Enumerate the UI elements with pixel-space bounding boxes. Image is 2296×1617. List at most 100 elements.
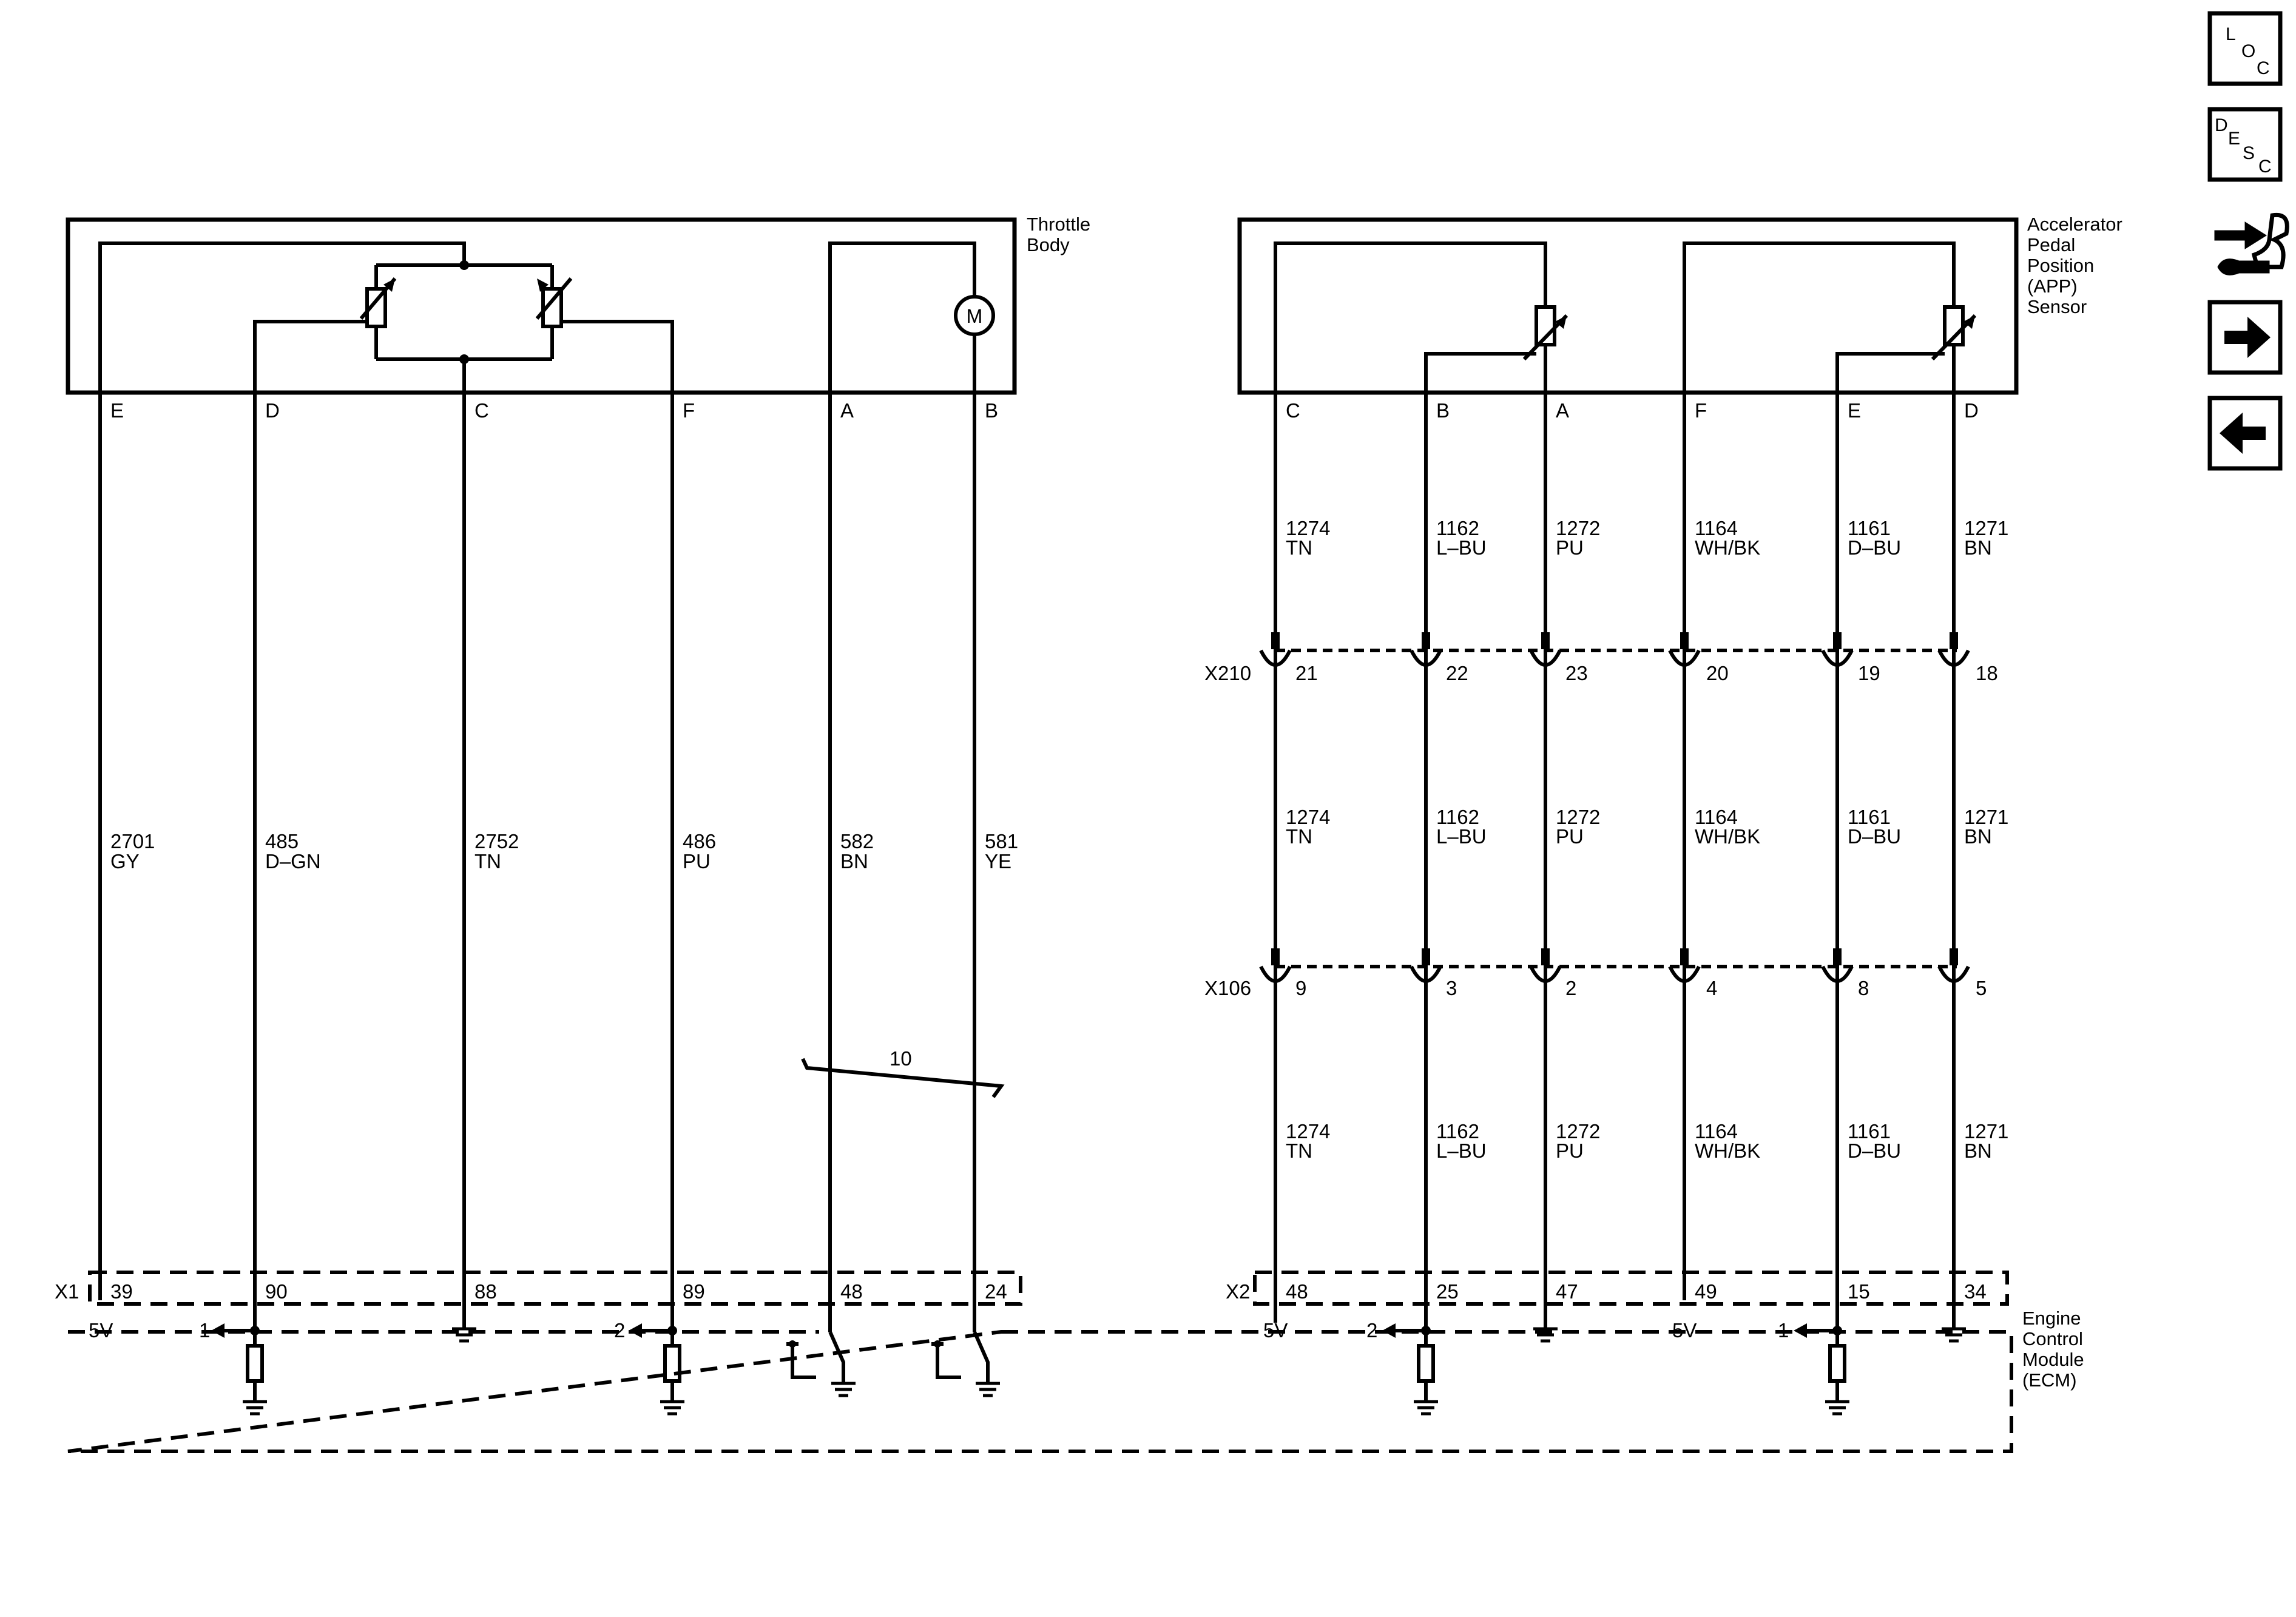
svg-text:PU: PU	[1556, 825, 1584, 848]
svg-text:1162: 1162	[1436, 806, 1479, 828]
svg-text:WH/BK: WH/BK	[1695, 825, 1760, 848]
x2-pins: 48 25 47 49 15 34	[1286, 1280, 1987, 1303]
svg-text:4: 4	[1706, 977, 1717, 999]
svg-text:1271: 1271	[1964, 517, 2008, 539]
svg-text:1162: 1162	[1436, 1120, 1479, 1143]
svg-text:1271: 1271	[1964, 1120, 2008, 1143]
svg-text:1164: 1164	[1695, 517, 1738, 539]
desc-button[interactable]: D E S C	[2207, 107, 2283, 182]
next-button[interactable]	[2207, 300, 2283, 375]
loc-button[interactable]: L O C	[2207, 11, 2283, 86]
svg-text:D–BU: D–BU	[1848, 536, 1901, 559]
ground-icon	[1533, 1327, 1558, 1343]
svg-text:1274: 1274	[1286, 806, 1330, 828]
ground-icon	[452, 1327, 476, 1343]
ecm-label: Engine Control Module (ECM)	[2022, 1308, 2089, 1391]
ground-icons	[243, 1327, 1966, 1416]
throttle-wire-labels: 2701 GY 485 D–GN 2752 TN 486 PU 582 BN 5…	[110, 830, 1018, 873]
svg-text:20: 20	[1706, 662, 1729, 684]
svg-text:47: 47	[1556, 1280, 1578, 1303]
svg-text:D: D	[2215, 115, 2228, 135]
app-sensor	[1237, 217, 2019, 395]
svg-text:L–BU: L–BU	[1436, 536, 1487, 559]
svg-text:TN: TN	[1286, 536, 1312, 559]
ground-icon	[976, 1382, 1000, 1397]
svg-text:2: 2	[614, 1319, 625, 1342]
throttle-body-wires	[98, 393, 1005, 1332]
x210-pins: 21 22 23 20 19 18	[1295, 662, 1998, 684]
svg-text:24: 24	[985, 1280, 1007, 1303]
svg-text:48: 48	[1286, 1280, 1308, 1303]
svg-text:L–BU: L–BU	[1436, 1139, 1487, 1162]
svg-text:49: 49	[1695, 1280, 1717, 1303]
app-sensor-arrowheads	[1555, 316, 1975, 329]
svg-text:5: 5	[1976, 977, 1987, 999]
svg-text:15: 15	[1848, 1280, 1870, 1303]
svg-text:5V: 5V	[1672, 1319, 1697, 1342]
svg-text:23: 23	[1565, 662, 1588, 684]
svg-text:E: E	[1848, 399, 1861, 422]
wire-color: D–GN	[265, 850, 321, 873]
svg-text:O: O	[2241, 41, 2255, 61]
wire-circuit: 485	[265, 830, 299, 852]
throttle-body-arrowheads	[383, 260, 549, 364]
prev-button[interactable]	[2207, 396, 2283, 471]
svg-text:PU: PU	[1556, 1139, 1584, 1162]
x1-label: X1	[55, 1280, 79, 1303]
svg-text:B: B	[1436, 399, 1450, 422]
x210-label: X210	[1204, 662, 1251, 684]
svg-text:PU: PU	[1556, 536, 1584, 559]
svg-text:1162: 1162	[1436, 517, 1479, 539]
svg-text:5V: 5V	[1263, 1319, 1288, 1342]
wire-circuit: 2752	[474, 830, 519, 852]
svg-text:L–BU: L–BU	[1436, 825, 1487, 848]
svg-text:1274: 1274	[1286, 1120, 1330, 1143]
svg-text:S: S	[2243, 143, 2255, 163]
wire-circuit: 2701	[110, 830, 155, 852]
svg-text:1161: 1161	[1848, 517, 1891, 539]
svg-text:9: 9	[1295, 977, 1306, 999]
svg-text:L: L	[2226, 24, 2236, 44]
svg-text:D: D	[265, 399, 280, 422]
svg-text:88: 88	[474, 1280, 497, 1303]
svg-text:C: C	[1286, 399, 1300, 422]
ecm-arrow-dots	[211, 1323, 1842, 1348]
svg-text:F: F	[683, 399, 695, 422]
svg-text:1161: 1161	[1848, 806, 1891, 828]
svg-text:BN: BN	[1964, 1139, 1992, 1162]
svg-text:D–BU: D–BU	[1848, 1139, 1901, 1162]
svg-text:25: 25	[1436, 1280, 1459, 1303]
svg-text:48: 48	[840, 1280, 863, 1303]
svg-text:C: C	[2257, 58, 2270, 78]
connector-wrench-icon[interactable]	[2214, 212, 2289, 275]
x106-label: X106	[1204, 977, 1251, 999]
svg-text:1272: 1272	[1556, 1120, 1600, 1143]
throttle-body	[66, 217, 1017, 395]
motor-symbol: M	[967, 305, 983, 327]
svg-text:A: A	[840, 399, 854, 422]
svg-text:C: C	[474, 399, 489, 422]
wire-color: TN	[474, 850, 501, 873]
svg-text:1164: 1164	[1695, 806, 1738, 828]
svg-text:BN: BN	[1964, 825, 1992, 848]
svg-text:39: 39	[110, 1280, 133, 1303]
svg-text:1: 1	[199, 1319, 210, 1342]
svg-text:1164: 1164	[1695, 1120, 1738, 1143]
wire-color: YE	[985, 850, 1011, 873]
arrow-right-icon	[2224, 317, 2271, 358]
x1-pins: 39 90 88 89 48 24	[110, 1280, 1007, 1303]
svg-text:TN: TN	[1286, 1139, 1312, 1162]
svg-text:WH/BK: WH/BK	[1695, 1139, 1760, 1162]
svg-text:D–BU: D–BU	[1848, 825, 1901, 848]
svg-text:1272: 1272	[1556, 517, 1600, 539]
wire-color: BN	[840, 850, 868, 873]
svg-text:5V: 5V	[89, 1319, 113, 1342]
svg-text:WH/BK: WH/BK	[1695, 536, 1760, 559]
ground-icon	[831, 1382, 856, 1397]
svg-text:BN: BN	[1964, 536, 1992, 559]
svg-text:2: 2	[1366, 1319, 1377, 1342]
